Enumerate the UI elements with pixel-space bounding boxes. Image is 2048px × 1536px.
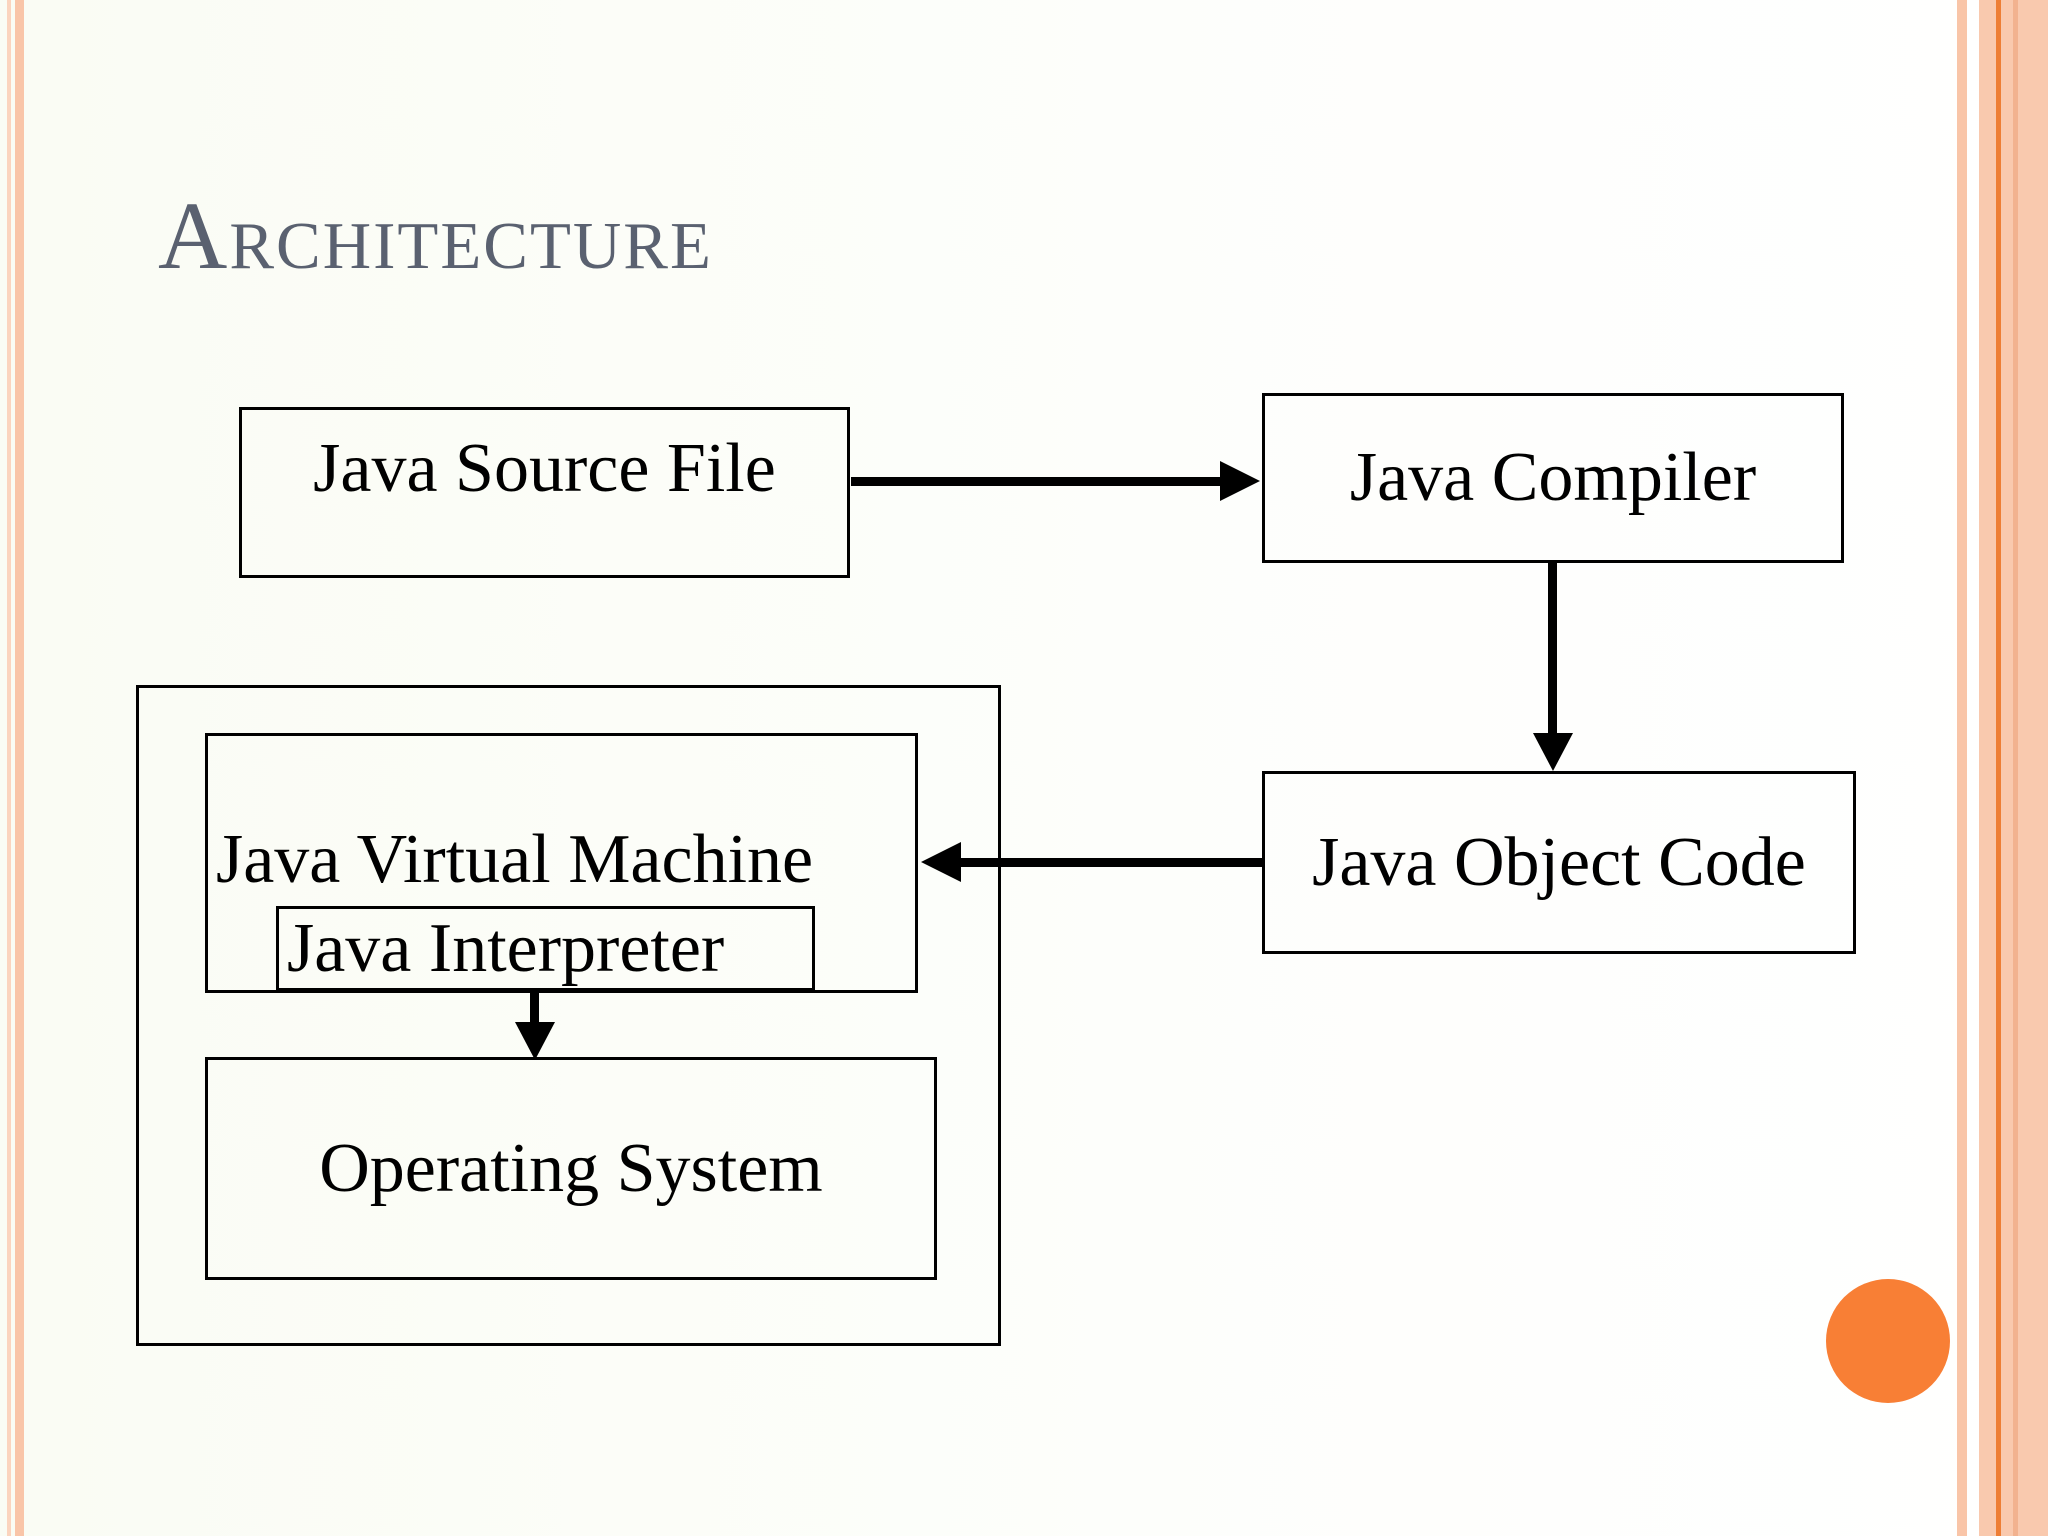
box-operating-system: Operating System [205, 1057, 937, 1280]
accent-circle [1826, 1279, 1950, 1403]
box-operating-system-label: Operating System [319, 1129, 823, 1207]
right-border-dark-line [1996, 0, 2001, 1536]
page-title: Architecture [158, 182, 713, 289]
arrow-compiler-to-objectcode-line [1548, 563, 1557, 735]
left-border-stripe-wide [15, 0, 24, 1536]
box-java-interpreter: Java Interpreter [276, 906, 815, 991]
right-border-sub-stripe [2013, 0, 2018, 1536]
box-java-compiler-label: Java Compiler [1349, 439, 1757, 516]
arrow-interpreter-to-os-line [530, 993, 539, 1024]
box-java-object-code-label: Java Object Code [1312, 823, 1806, 901]
arrow-interpreter-to-os-head-icon [515, 1022, 555, 1060]
arrow-source-to-compiler-line [851, 477, 1221, 486]
box-java-virtual-machine-label: Java Virtual Machine [216, 821, 814, 898]
box-runtime-container [136, 685, 1001, 1346]
box-java-interpreter-label: Java Interpreter [287, 909, 725, 987]
box-java-source-file-label: Java Source File [313, 429, 776, 507]
arrow-source-to-compiler-head-icon [1220, 461, 1260, 501]
arrow-objectcode-to-jvm-head-icon [921, 842, 961, 882]
box-java-object-code: Java Object Code [1262, 771, 1856, 954]
box-java-virtual-machine: Java Virtual Machine [205, 733, 918, 993]
left-border-stripe-thin [7, 0, 11, 1536]
right-border-stripe-thin [1957, 0, 1967, 1536]
arrow-compiler-to-objectcode-head-icon [1533, 733, 1573, 771]
box-java-compiler: Java Compiler [1262, 393, 1844, 563]
arrow-objectcode-to-jvm-line [960, 858, 1262, 867]
box-java-source-file: Java Source File [239, 407, 850, 578]
